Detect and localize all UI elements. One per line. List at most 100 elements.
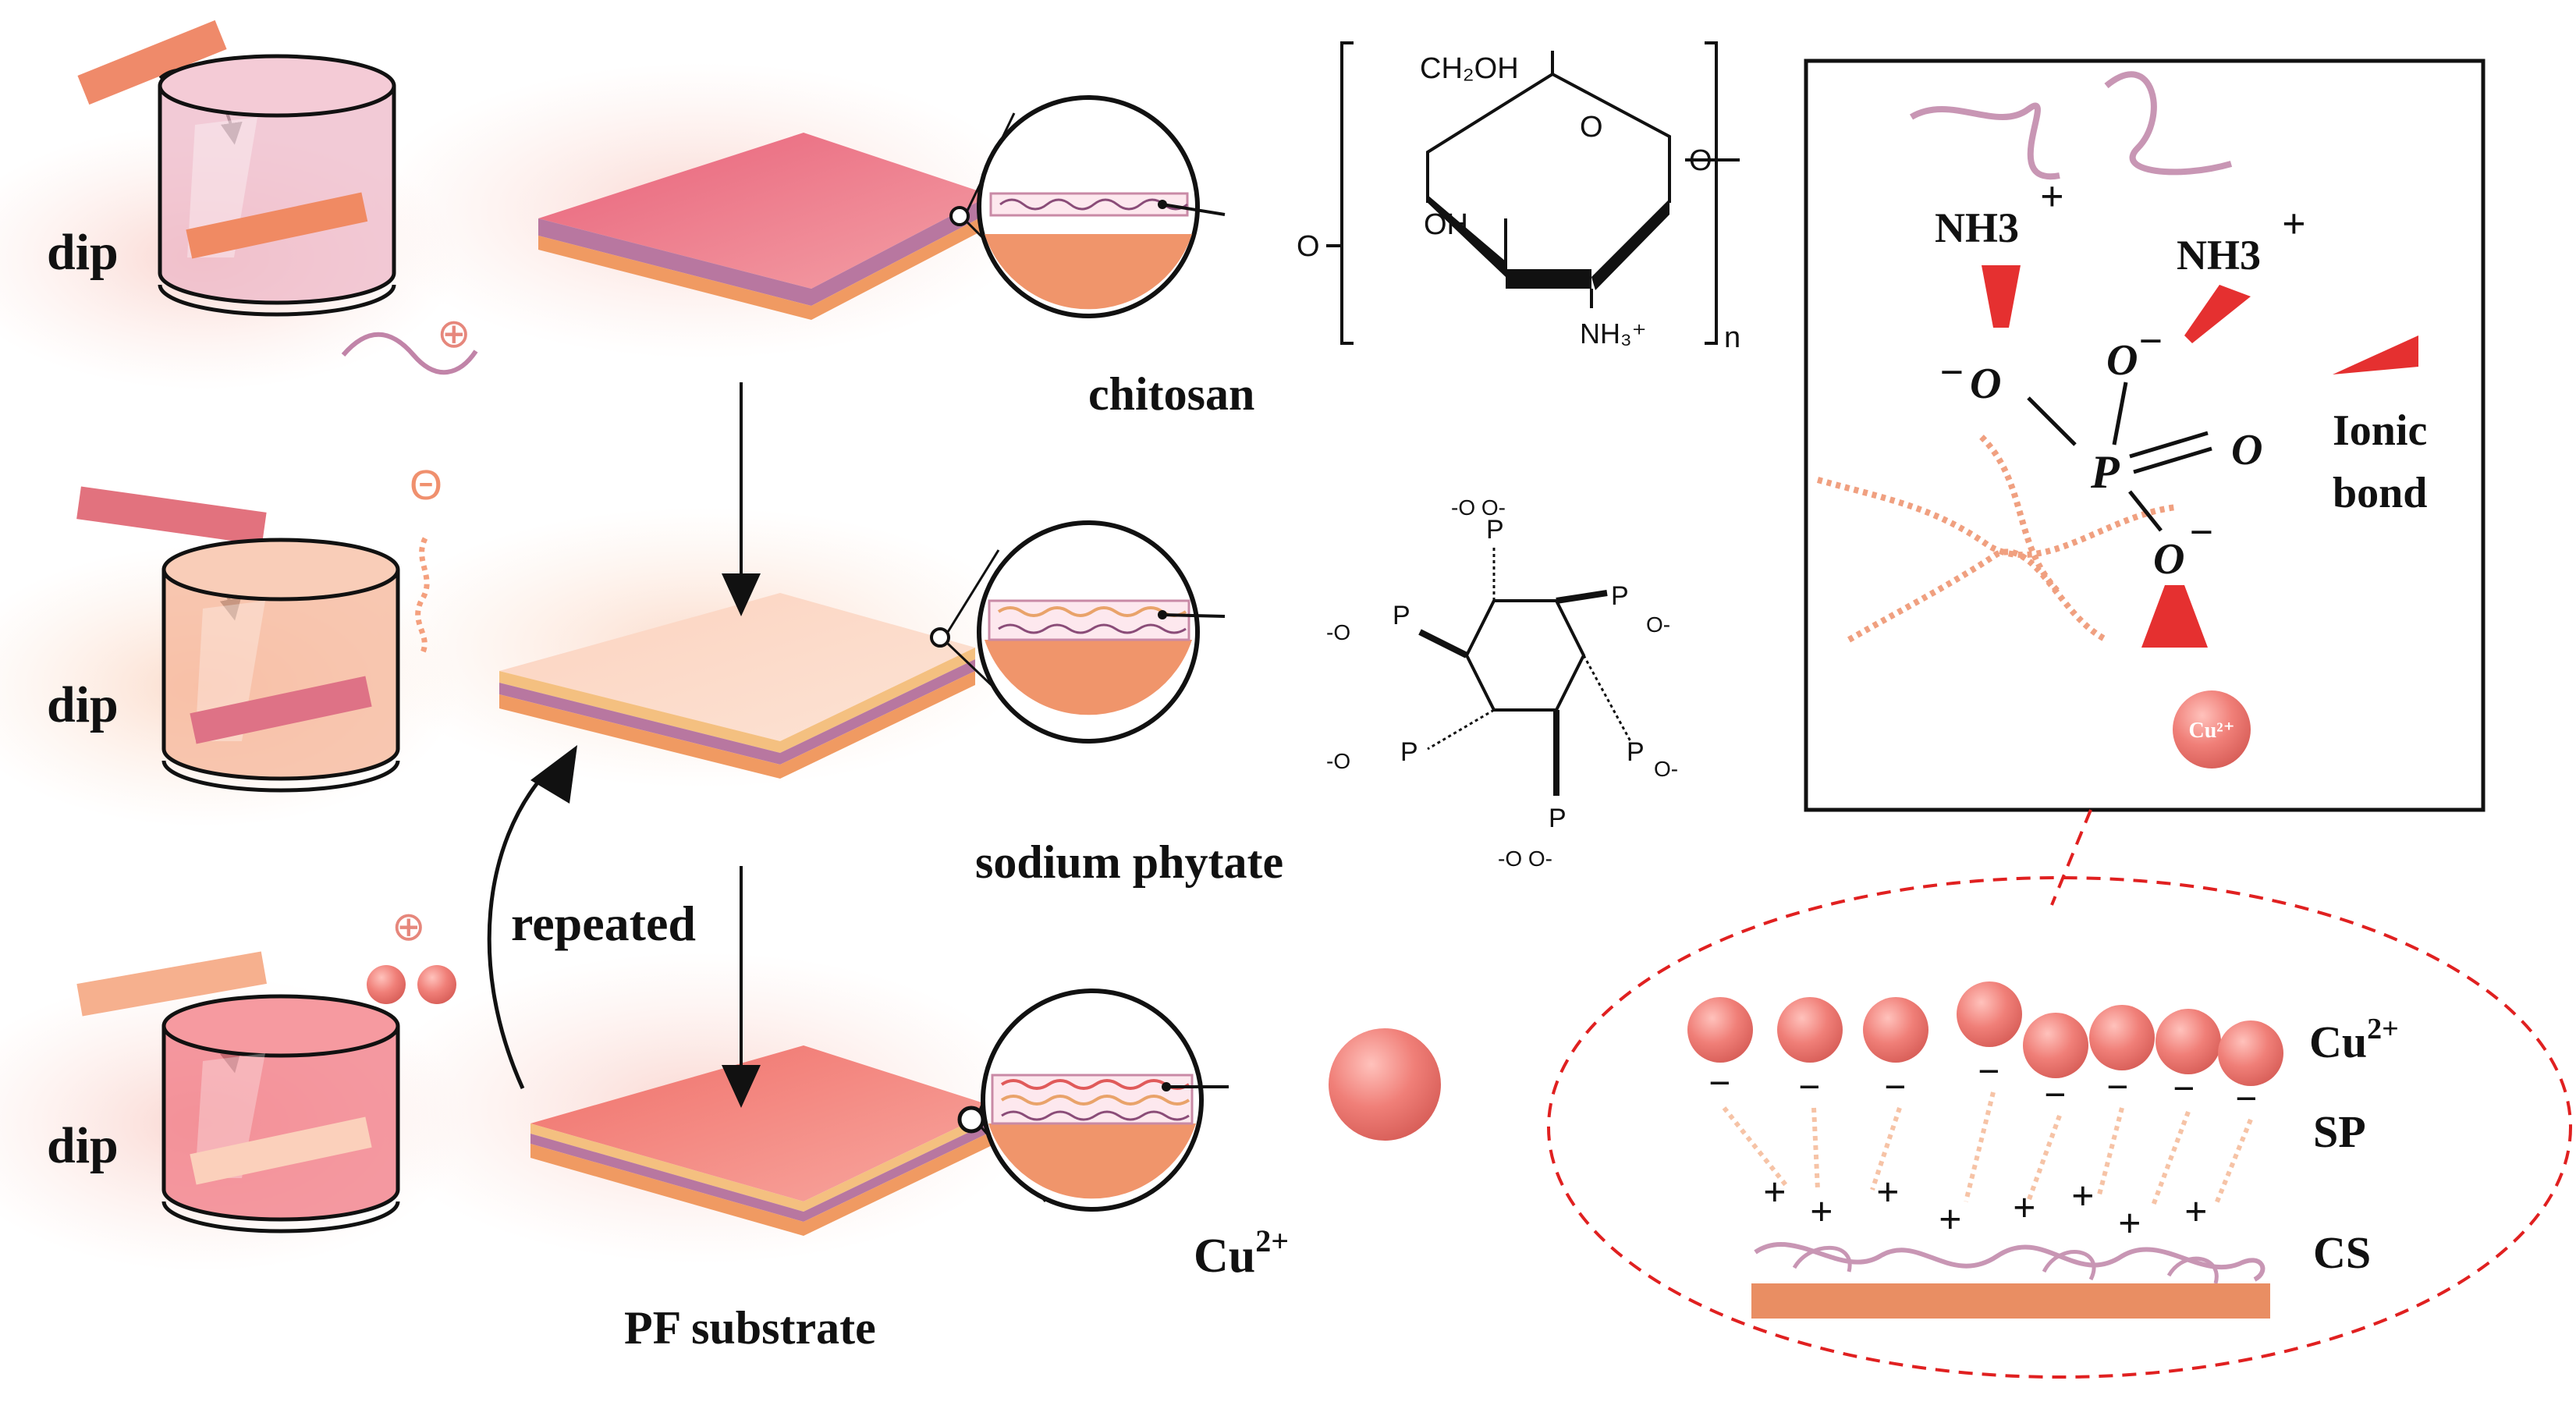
nh3-label: NH₃⁺ xyxy=(1580,318,1647,350)
cu-ion-icon xyxy=(1863,997,1928,1063)
o-left-label: O xyxy=(1297,230,1320,263)
sp-minus-row: − − − − − − − − xyxy=(1708,1049,2258,1120)
cu-layer-label: Cu2+ xyxy=(2309,1013,2399,1067)
cu-ion-icon xyxy=(2089,1005,2155,1070)
coated-slab-3 xyxy=(530,988,1229,1236)
o-minus-left: -O xyxy=(1326,620,1350,644)
phytate-structure: P -O O- P P P P P -O O- -O O- -O O- sodi… xyxy=(975,495,1678,888)
repeated-label: repeated xyxy=(511,896,696,951)
o-top-minus: − xyxy=(2138,318,2163,364)
pf-substrate-label: PF substrate xyxy=(624,1302,876,1354)
ionic-bond-wedge-icon xyxy=(2141,585,2208,648)
chitosan-chain-icon xyxy=(1909,102,2060,180)
cu-ion-icon xyxy=(2156,1009,2221,1074)
p-center-label: P xyxy=(2090,446,2120,498)
svg-text:+: + xyxy=(2071,1174,2095,1219)
o-left-label: O xyxy=(1970,360,2001,408)
p-bottom: P xyxy=(1549,804,1567,833)
o-minus-bottom: -O O- xyxy=(1498,847,1552,871)
ionic-bond-wedge-icon xyxy=(2184,285,2251,343)
n-subscript-label: n xyxy=(1724,321,1740,354)
cu-ion-icon xyxy=(1329,1028,1441,1141)
o-minus-top: -O O- xyxy=(1451,495,1506,520)
svg-text:+: + xyxy=(2184,1190,2208,1234)
p-top: P xyxy=(1486,515,1504,545)
o-minus-right: O- xyxy=(1646,612,1670,637)
coated-slab-1 xyxy=(538,95,1226,320)
cu-ion-icon xyxy=(2218,1020,2283,1086)
cs-plus-row: + + + + + + + + xyxy=(1763,1170,2208,1246)
svg-text:+: + xyxy=(1810,1190,1833,1234)
sodium-phytate-label: sodium phytate xyxy=(975,836,1283,888)
svg-text:+: + xyxy=(2118,1201,2141,1246)
cu-ion-row xyxy=(1687,981,2283,1086)
dip-label-3: dip xyxy=(47,1117,119,1174)
o-bottom-label: O xyxy=(2153,535,2184,584)
svg-text:−: − xyxy=(2173,1067,2195,1110)
substrate-slide-icon xyxy=(77,20,227,105)
o-top-label: O xyxy=(2106,336,2138,385)
phytate-chain-icon xyxy=(415,537,430,657)
o-minus-left: − xyxy=(1939,349,1964,396)
substrate-slide-icon xyxy=(76,486,267,545)
svg-text:−: − xyxy=(2044,1073,2067,1116)
svg-text:−: − xyxy=(1708,1061,1731,1105)
nh3-left-label: NH3 xyxy=(1935,204,2019,251)
plus-charge-icon: ⊕ xyxy=(437,311,471,357)
svg-text:−: − xyxy=(1798,1065,1821,1109)
polymer-chain-icon xyxy=(341,332,478,375)
p-lower-left: P xyxy=(1400,737,1418,767)
o-right-label: O xyxy=(1689,144,1712,177)
plus-charge-icon: ⊕ xyxy=(392,904,426,949)
nh3-right-label: NH3 xyxy=(2177,232,2261,279)
cu-ion-icon xyxy=(2023,1013,2088,1078)
layer-structure-ellipse: − − − − − − − − + + + + + + + + xyxy=(1547,876,2572,1379)
cu-label: Cu2+ xyxy=(1194,1223,1289,1283)
beaker-phytate: Θ dip xyxy=(47,462,442,793)
svg-text:−: − xyxy=(2106,1065,2129,1109)
svg-text:−: − xyxy=(2235,1077,2258,1120)
nh3-left-plus: + xyxy=(2040,173,2064,220)
process-arrows: repeated PF substrate xyxy=(487,382,876,1354)
svg-text:+: + xyxy=(1763,1170,1787,1215)
cu-ion-icon xyxy=(417,965,456,1004)
minus-charge-icon: Θ xyxy=(410,462,442,509)
cu-ion-icon xyxy=(367,965,406,1004)
cs-layer-label: CS xyxy=(2313,1227,2371,1278)
oh-label: OH xyxy=(1424,208,1468,241)
pf-substrate-bar xyxy=(1751,1283,2270,1319)
p-right: P xyxy=(1611,581,1629,611)
nh3-right-plus: + xyxy=(2282,201,2306,247)
cu-ion-icon xyxy=(1957,981,2022,1047)
panel-connector xyxy=(2050,809,2092,906)
beaker-chitosan: ⊕ dip xyxy=(47,20,478,375)
ch2oh-label: CH₂OH xyxy=(1420,52,1519,85)
beaker-copper: ⊕ dip xyxy=(47,904,456,1233)
substrate-slide-icon xyxy=(76,951,267,1017)
o-right-label: O xyxy=(2231,426,2262,474)
dip-label-1: dip xyxy=(47,224,119,281)
svg-text:+: + xyxy=(1939,1198,1962,1242)
ionic-label: Ionic xyxy=(2333,406,2427,455)
cu-ion-icon xyxy=(2173,690,2251,768)
dip-label-2: dip xyxy=(47,676,119,733)
o-minus-lower-left: -O xyxy=(1326,749,1350,773)
cu-ion-label: Cu²⁺ xyxy=(2189,719,2235,743)
ionic-bond-panel: NH3 + NH3 + − O O − P O O − Cu²⁺ Ionic b… xyxy=(1804,59,2486,812)
copper-ion-legend: Cu2+ xyxy=(1194,1028,1441,1283)
svg-text:−: − xyxy=(1978,1049,2000,1093)
svg-text:+: + xyxy=(2013,1186,2036,1230)
ionic-bond-legend-icon xyxy=(2333,335,2418,374)
chitosan-structure: CH₂OH O OH NH₃⁺ O O n chitosan xyxy=(1088,41,1740,420)
cu-ion-icon xyxy=(1777,997,1843,1063)
repeat-arrow xyxy=(487,771,548,1090)
ionic-bond-wedge-icon xyxy=(1982,265,2021,328)
p-lower-right: P xyxy=(1627,737,1645,767)
chitosan-chain-icon xyxy=(1754,1241,2266,1282)
ring-oxygen-label: O xyxy=(1580,111,1603,144)
p-left: P xyxy=(1393,601,1410,630)
chitosan-label: chitosan xyxy=(1088,368,1254,420)
ionic-links xyxy=(1722,1091,2253,1207)
chitosan-chain-icon xyxy=(2104,71,2233,176)
